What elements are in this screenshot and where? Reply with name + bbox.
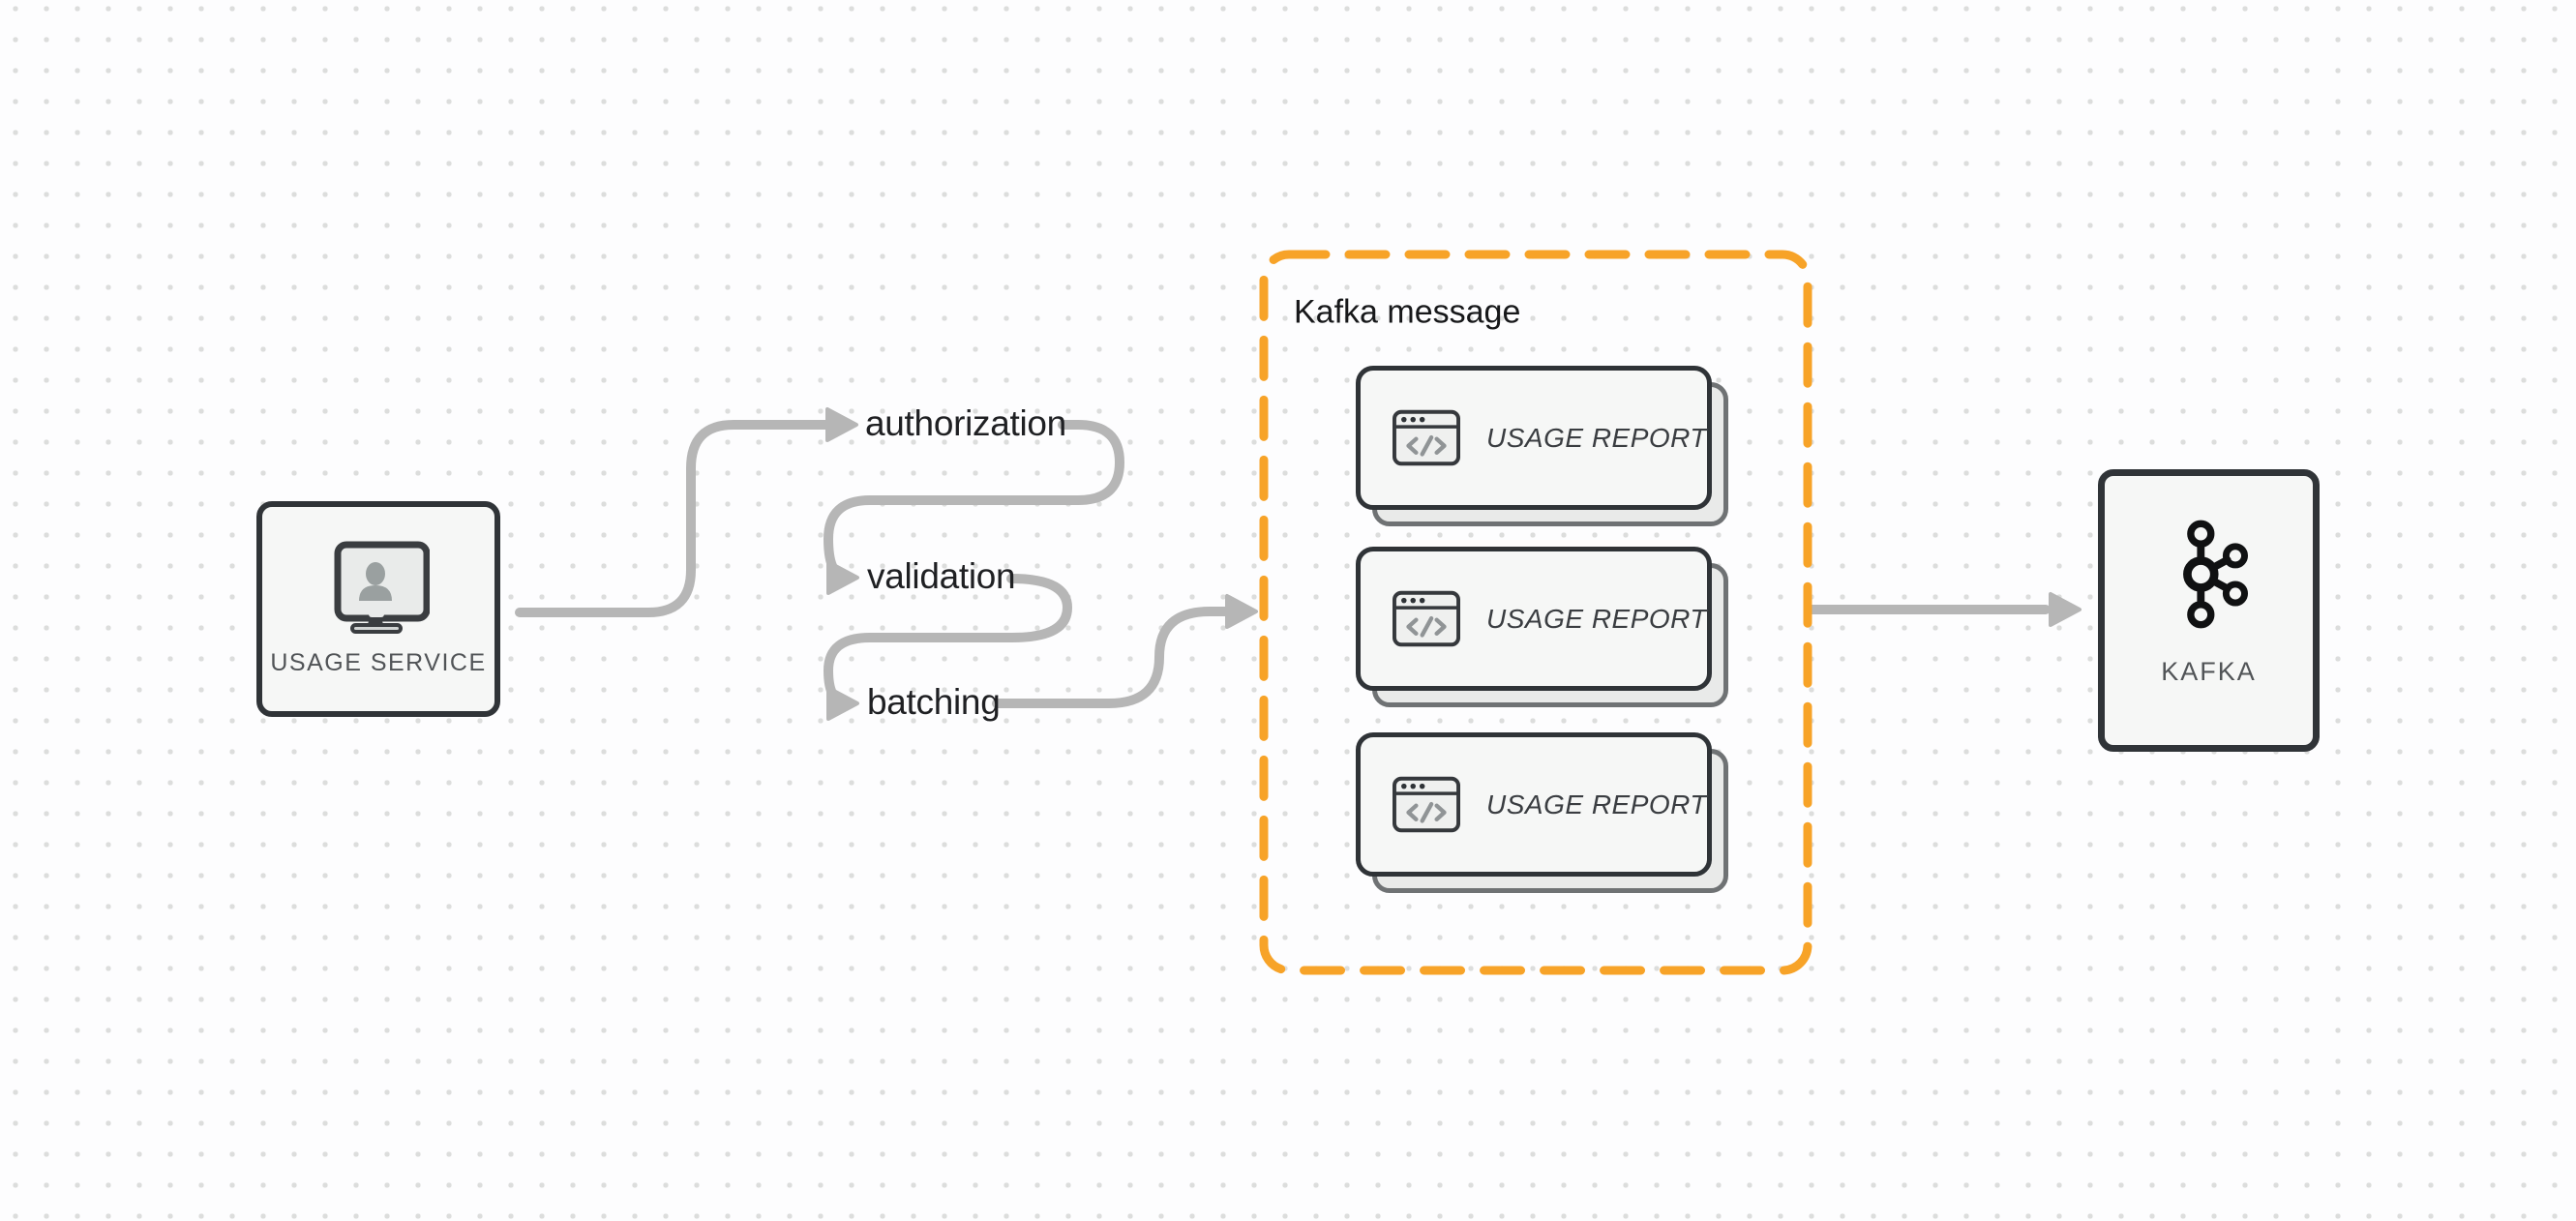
- code-window-icon: [1393, 776, 1461, 833]
- kafka-message-group-title[interactable]: Kafka message: [1294, 293, 1521, 331]
- kafka-label: KAFKA: [2161, 657, 2257, 686]
- usage-report-label: USAGE REPORT: [1486, 422, 1707, 453]
- code-window-icon: [1393, 409, 1461, 466]
- usage-report-card-3[interactable]: USAGE REPORT: [1356, 732, 1728, 893]
- monitor-user-icon: [334, 541, 430, 634]
- flow-step-batching[interactable]: batching: [867, 682, 1001, 723]
- usage-report-card-1[interactable]: USAGE REPORT: [1356, 366, 1728, 526]
- usage-report-label: USAGE REPORT: [1486, 789, 1707, 819]
- usage-report-label: USAGE REPORT: [1486, 603, 1707, 634]
- kafka-node[interactable]: KAFKA: [2098, 469, 2320, 752]
- connector-service-to-authorization[interactable]: [515, 407, 858, 617]
- kafka-logo-icon: [2182, 520, 2248, 629]
- flow-step-authorization[interactable]: authorization: [865, 403, 1066, 444]
- usage-service-label: USAGE SERVICE: [270, 649, 487, 676]
- connector-batching-to-group[interactable]: [992, 594, 1258, 708]
- connector-group-to-kafka[interactable]: [1804, 592, 2082, 627]
- flow-step-validation[interactable]: validation: [867, 556, 1016, 597]
- code-window-icon: [1393, 590, 1461, 647]
- usage-report-card-2[interactable]: USAGE REPORT: [1356, 547, 1728, 707]
- usage-service-node[interactable]: USAGE SERVICE: [256, 501, 500, 717]
